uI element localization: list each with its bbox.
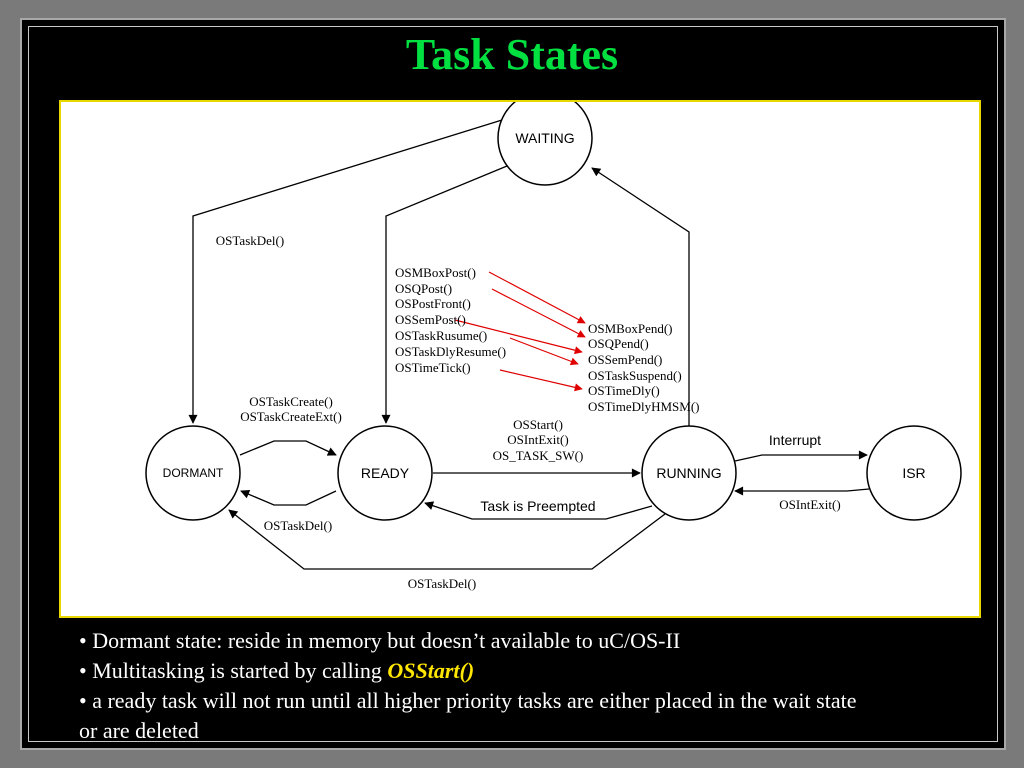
label-start-3: OS_TASK_SW() [493,448,584,463]
state-isr-label: ISR [902,465,925,481]
state-ready: READY [337,425,433,521]
label-interrupt: Interrupt [769,432,821,448]
state-waiting-label: WAITING [515,130,574,146]
state-diagram: WAITING DORMANT READY RUNNING ISR [145,102,962,591]
label-preempted: Task is Preempted [480,498,595,514]
bullet-list: • Dormant state: reside in memory but do… [79,626,999,746]
post-pend-arrows [454,271,586,392]
state-running: RUNNING [641,425,737,521]
pend-call-item: OSSemPend() [588,352,662,367]
label-start-1: OSStart() [513,417,563,432]
post-call-list: OSMBoxPost() OSQPost() OSPostFront() OSS… [395,265,506,375]
pend-call-item: OSQPend() [588,336,649,351]
state-ready-label: READY [361,465,410,481]
label-waiting-to-dormant-del: OSTaskDel() [216,233,284,248]
state-waiting: WAITING [497,102,593,186]
post-call-item: OSSemPost() [395,312,466,327]
edge-isr-to-running [734,486,870,496]
edge-running-to-waiting [591,167,690,426]
post-call-item: OSMBoxPost() [395,265,476,280]
label-ready-to-dormant-del: OSTaskDel() [264,518,332,533]
edge-ready-to-dormant [240,490,337,506]
state-dormant-label: DORMANT [163,466,224,480]
post-call-item: OSTimeTick() [395,360,471,375]
edge-running-to-ready [424,501,653,520]
state-isr: ISR [866,425,962,521]
post-call-item: OSTaskDlyResume() [395,344,506,359]
post-call-item: OSQPost() [395,281,452,296]
edge-dormant-to-ready [239,440,337,456]
state-dormant: DORMANT [145,425,241,521]
post-call-item: OSTaskRusume() [395,328,487,343]
label-create-2: OSTaskCreateExt() [240,409,342,424]
label-running-to-dormant-del: OSTaskDel() [408,576,476,591]
bullet-dormant: • Dormant state: reside in memory but do… [79,628,681,653]
pend-call-item: OSMBoxPend() [588,321,673,336]
state-running-label: RUNNING [656,465,721,481]
slide-title: Task States [405,30,619,79]
diagram-panel: WAITING DORMANT READY RUNNING ISR [59,100,981,618]
edge-waiting-to-dormant [188,119,503,424]
bullet-multitasking: • Multitasking is started by calling OSS… [79,656,999,686]
bullet-ready-task: • a ready task will not run until all hi… [79,688,857,713]
slide-inner-frame [28,26,998,742]
edge-running-to-dormant [228,509,666,570]
pend-call-item: OSTimeDlyHMSM() [588,399,700,414]
bullet-osstart-emphasis: OSStart() [387,658,475,683]
label-start-2: OSIntExit() [507,432,568,447]
bullet-multitasking-text: • Multitasking is started by calling [79,658,388,683]
label-isr-exit: OSIntExit() [779,497,840,512]
pend-call-list: OSMBoxPend() OSQPend() OSSemPend() OSTas… [588,321,700,414]
bullet-ready-task-cont: or are deleted [79,718,199,743]
pend-call-item: OSTaskSuspend() [588,368,682,383]
post-call-item: OSPostFront() [395,296,471,311]
label-create-1: OSTaskCreate() [249,394,333,409]
edge-running-to-isr [734,450,868,462]
pend-call-item: OSTimeDly() [588,383,660,398]
edge-waiting-to-ready [381,165,508,424]
